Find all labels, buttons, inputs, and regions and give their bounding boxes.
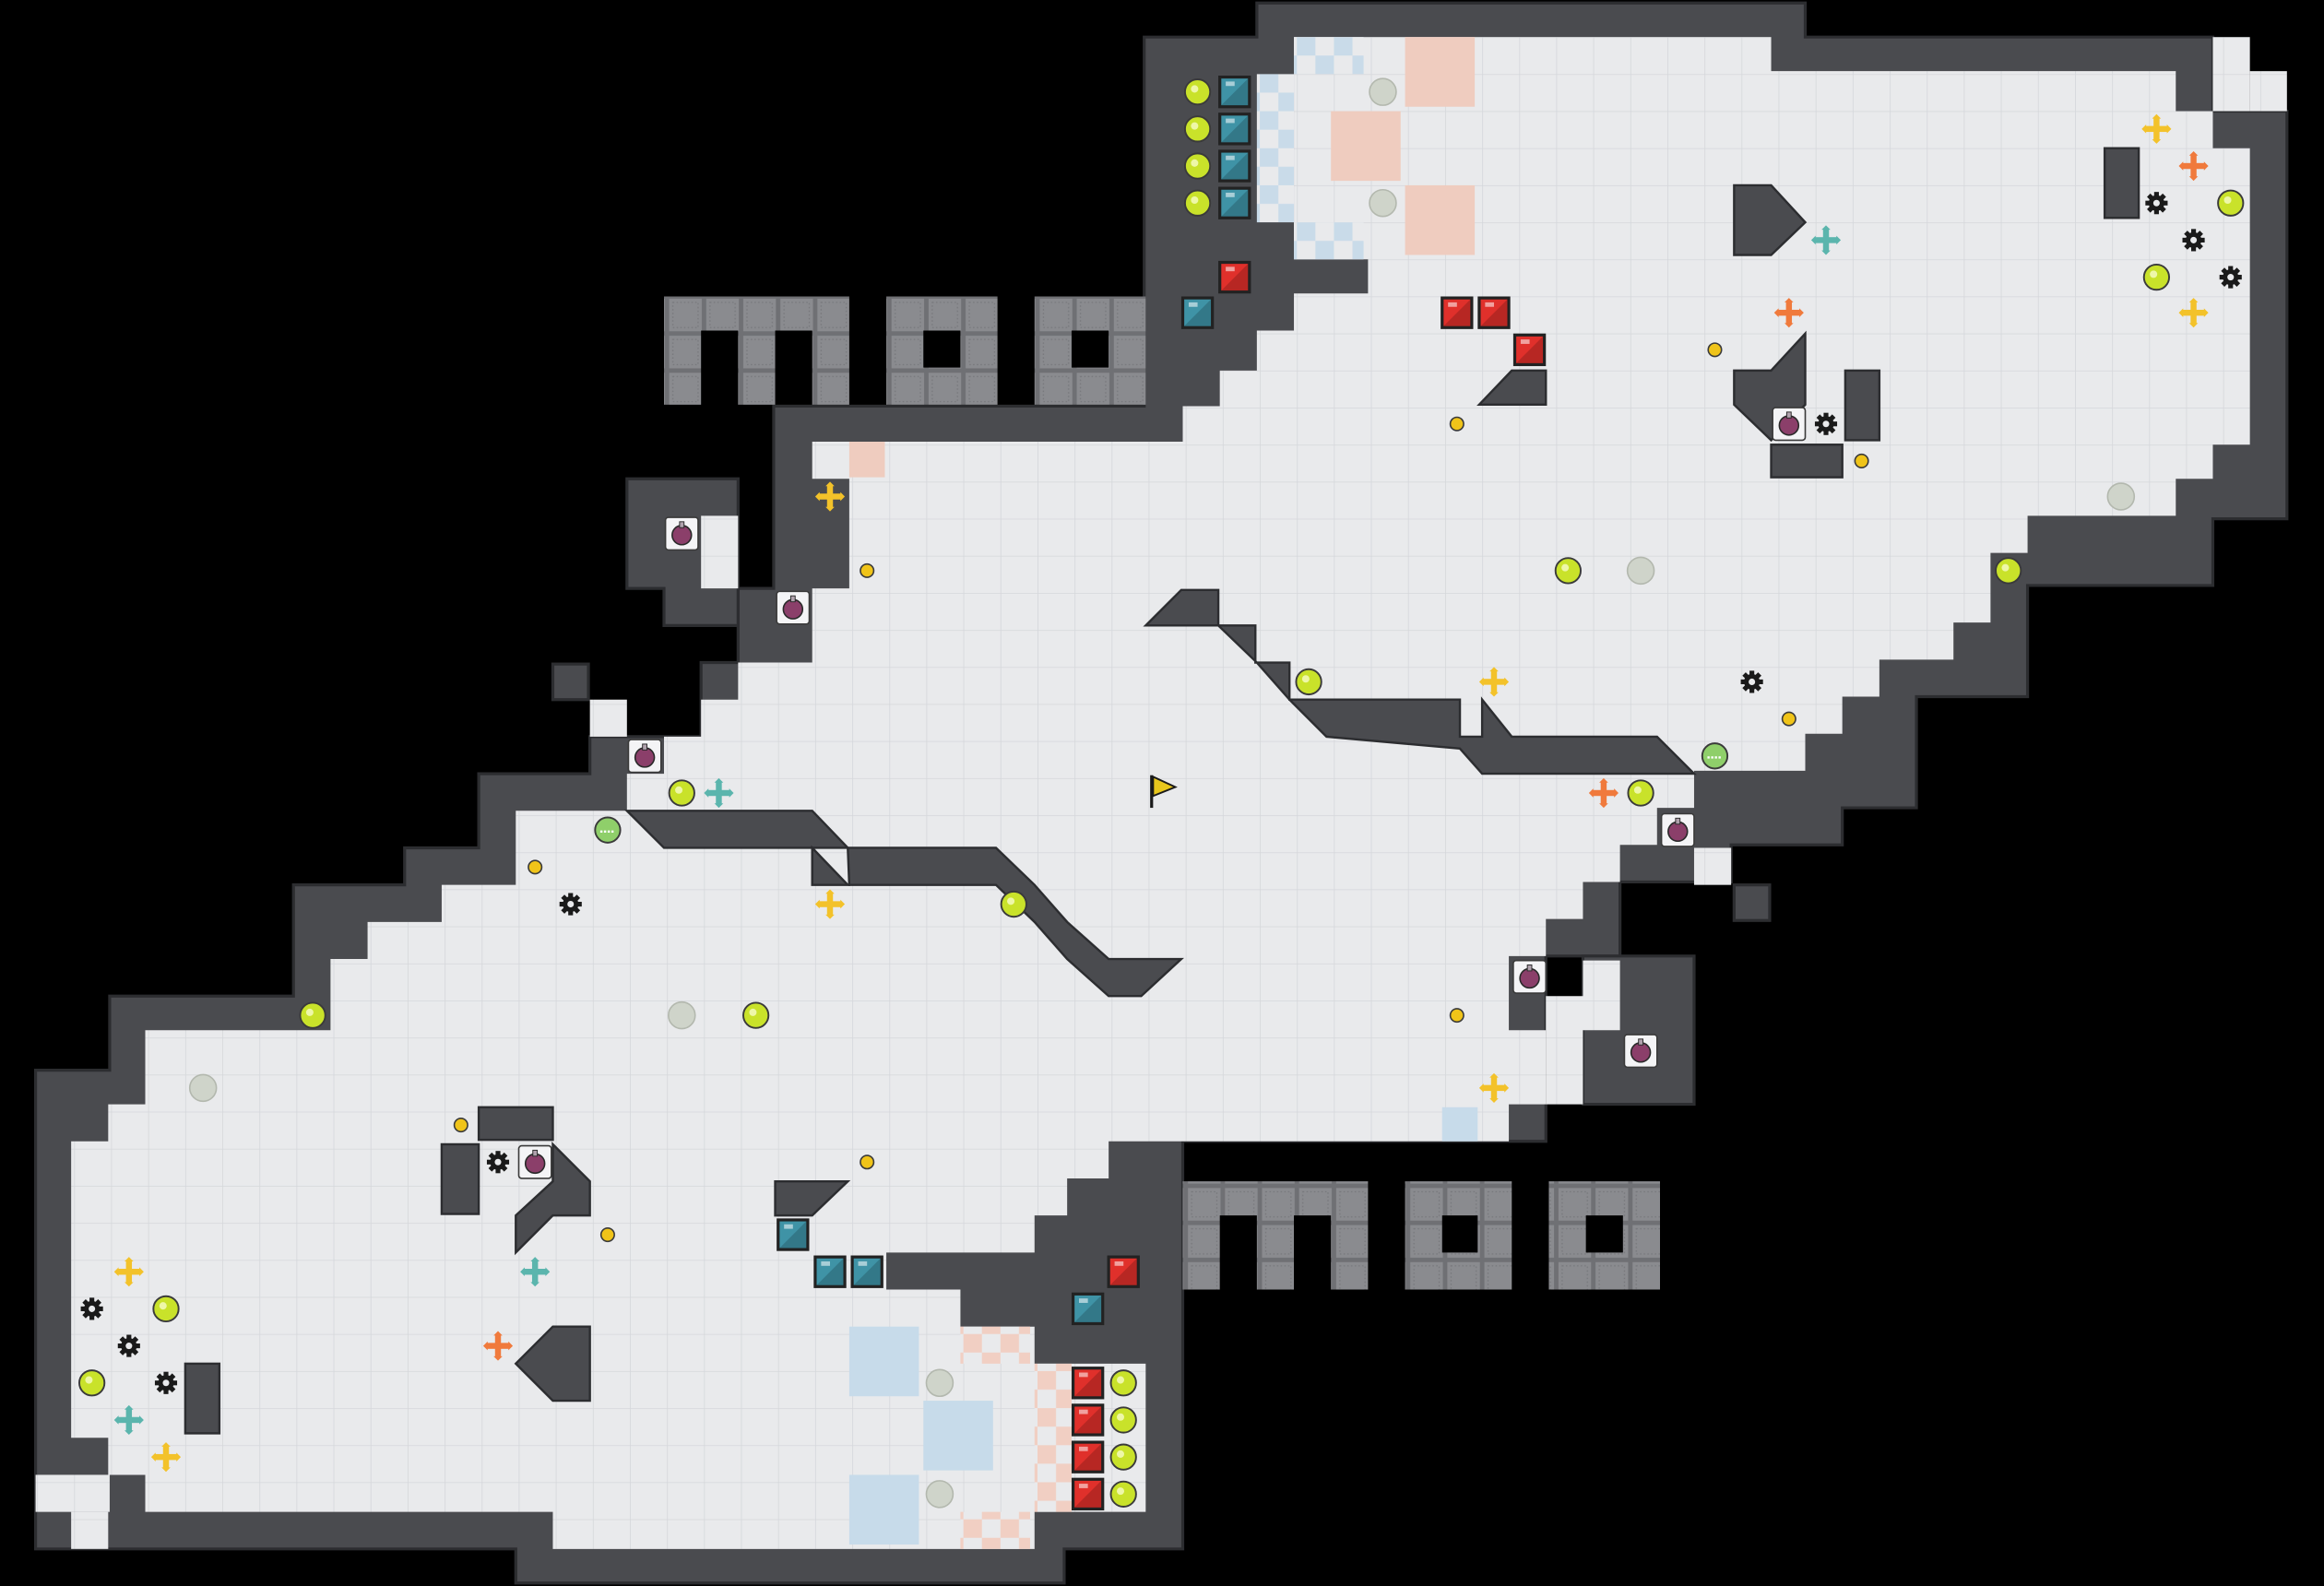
- gear-icon[interactable]: [154, 1371, 178, 1394]
- small-coin-icon[interactable]: [860, 1154, 875, 1170]
- cross-yellow-icon[interactable]: [1478, 1072, 1510, 1103]
- small-coin-icon[interactable]: [599, 1226, 615, 1243]
- blue-crate-icon[interactable]: [1218, 186, 1251, 219]
- red-crate-icon[interactable]: [1107, 1255, 1140, 1288]
- grey-orb-icon[interactable]: [668, 1000, 696, 1030]
- cross-yellow-icon[interactable]: [2141, 113, 2172, 144]
- purple-potion-icon[interactable]: [1623, 1034, 1658, 1069]
- red-crate-icon[interactable]: [1218, 260, 1251, 294]
- purple-potion-icon[interactable]: [517, 1144, 552, 1179]
- interior-walls: [184, 147, 2140, 1435]
- blue-crate-icon[interactable]: [777, 1218, 810, 1251]
- grey-orb-icon[interactable]: [1369, 77, 1397, 106]
- cross-teal-icon[interactable]: [704, 777, 734, 809]
- grey-orb-icon[interactable]: [925, 1480, 954, 1509]
- cross-teal-icon[interactable]: [113, 1404, 144, 1436]
- gear-icon[interactable]: [2219, 266, 2242, 289]
- grey-orb-icon[interactable]: [925, 1368, 954, 1398]
- cross-yellow-icon[interactable]: [2178, 298, 2209, 328]
- gear-icon[interactable]: [1814, 412, 1838, 435]
- tinted-zones: [848, 37, 1478, 1549]
- cross-yellow-icon[interactable]: [814, 889, 846, 919]
- green-orb-icon[interactable]: [1000, 890, 1027, 918]
- small-coin-icon[interactable]: [1449, 416, 1464, 432]
- small-coin-icon[interactable]: [528, 859, 543, 875]
- green-orb-icon[interactable]: [1627, 779, 1654, 807]
- blue-crate-icon[interactable]: [1218, 112, 1251, 146]
- green-orb-icon[interactable]: [152, 1295, 180, 1323]
- gear-icon[interactable]: [559, 893, 582, 916]
- blue-crate-icon[interactable]: [1218, 149, 1251, 183]
- purple-potion-icon[interactable]: [627, 739, 662, 774]
- red-crate-icon[interactable]: [1071, 1367, 1105, 1400]
- green-orb-icon[interactable]: [1109, 1443, 1137, 1471]
- cross-teal-icon[interactable]: [520, 1257, 551, 1287]
- blue-crate-icon[interactable]: [813, 1255, 847, 1288]
- center-flag[interactable]: [1150, 775, 1178, 809]
- blue-crate-icon[interactable]: [1180, 296, 1215, 329]
- item-layer[interactable]: [78, 75, 2245, 1511]
- red-crate-icon[interactable]: [1477, 296, 1511, 329]
- green-orb-icon[interactable]: [1109, 1406, 1137, 1434]
- green-orb-icon[interactable]: [1183, 189, 1212, 217]
- gear-icon[interactable]: [80, 1297, 103, 1320]
- green-orb-icon[interactable]: [1183, 115, 1212, 143]
- gear-icon[interactable]: [117, 1334, 140, 1357]
- wordmark-bottom: [1182, 1181, 1660, 1290]
- purple-potion-icon[interactable]: [1512, 959, 1547, 994]
- purple-potion-icon[interactable]: [1772, 407, 1807, 442]
- cross-orange-icon[interactable]: [1588, 777, 1618, 809]
- green-orb-icon[interactable]: [299, 1001, 326, 1029]
- grey-orb-icon[interactable]: [1369, 188, 1397, 218]
- small-coin-icon[interactable]: [453, 1118, 468, 1133]
- green-orb-icon[interactable]: [1995, 557, 2022, 585]
- gear-icon[interactable]: [1740, 670, 1763, 693]
- gear-icon[interactable]: [2182, 229, 2205, 252]
- green-orb-icon[interactable]: [1183, 152, 1212, 180]
- green-orb-icon[interactable]: [1554, 557, 1582, 585]
- gear-icon[interactable]: [2145, 192, 2168, 215]
- cross-yellow-icon[interactable]: [150, 1442, 182, 1473]
- grey-orb-icon[interactable]: [2106, 482, 2136, 511]
- blue-crate-icon[interactable]: [1218, 75, 1251, 109]
- green-orb-icon[interactable]: [668, 779, 695, 807]
- red-crate-icon[interactable]: [1071, 1440, 1105, 1474]
- grey-orb-icon[interactable]: [1626, 556, 1655, 586]
- green-orb-icon[interactable]: [1183, 78, 1212, 106]
- green-orb-icon[interactable]: [2217, 189, 2245, 217]
- cross-orange-icon[interactable]: [482, 1331, 514, 1361]
- green-striped-orb-icon[interactable]: [1701, 742, 1729, 770]
- cross-yellow-icon[interactable]: [814, 481, 846, 512]
- small-coin-icon[interactable]: [1854, 453, 1869, 468]
- small-coin-icon[interactable]: [860, 562, 875, 578]
- red-crate-icon[interactable]: [1071, 1477, 1105, 1511]
- cross-yellow-icon[interactable]: [1478, 667, 1510, 697]
- gear-icon[interactable]: [486, 1151, 510, 1174]
- red-crate-icon[interactable]: [1441, 296, 1474, 329]
- green-orb-icon[interactable]: [2142, 263, 2171, 291]
- green-orb-icon[interactable]: [1109, 1480, 1137, 1508]
- purple-potion-icon[interactable]: [776, 590, 811, 625]
- purple-potion-icon[interactable]: [664, 516, 699, 551]
- cross-teal-icon[interactable]: [1810, 225, 1842, 255]
- small-coin-icon[interactable]: [1449, 1008, 1464, 1024]
- cross-orange-icon[interactable]: [2178, 150, 2209, 182]
- cross-orange-icon[interactable]: [1773, 298, 1804, 328]
- green-striped-orb-icon[interactable]: [594, 816, 622, 844]
- green-orb-icon[interactable]: [1295, 668, 1322, 696]
- red-crate-icon[interactable]: [1512, 333, 1547, 367]
- small-coin-icon[interactable]: [1707, 342, 1723, 358]
- blue-crate-icon[interactable]: [1071, 1292, 1105, 1326]
- green-orb-icon[interactable]: [742, 1001, 770, 1029]
- green-orb-icon[interactable]: [78, 1369, 106, 1397]
- green-orb-icon[interactable]: [1109, 1369, 1137, 1397]
- small-coin-icon[interactable]: [1781, 711, 1796, 727]
- red-crate-icon[interactable]: [1071, 1403, 1105, 1437]
- grey-orb-icon[interactable]: [188, 1073, 218, 1103]
- cross-yellow-icon[interactable]: [113, 1257, 144, 1287]
- blue-crate-icon[interactable]: [850, 1255, 883, 1288]
- purple-potion-icon[interactable]: [1660, 812, 1695, 847]
- wordmark-top: [664, 296, 1146, 405]
